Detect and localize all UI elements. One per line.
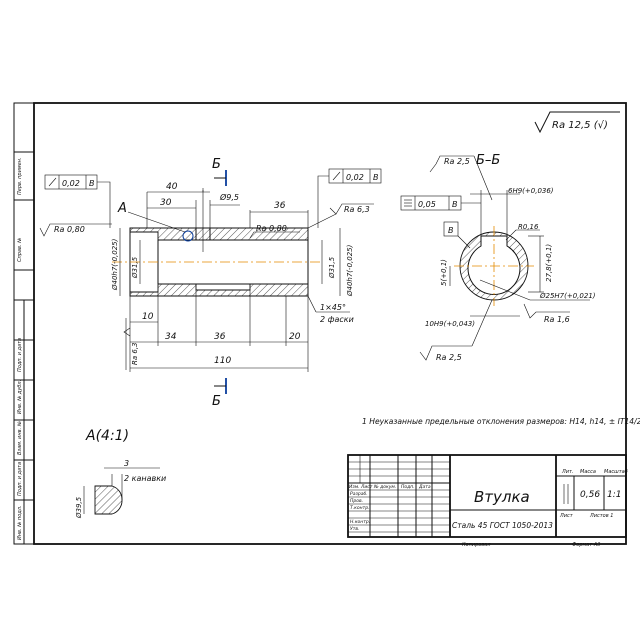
detail-mark: A	[117, 201, 127, 216]
ra-16: Ra 1,6	[544, 315, 570, 324]
dim-10: 10	[142, 312, 154, 322]
format-label: Формат А3	[572, 542, 600, 548]
dia-outer-left: Ø40h7(-0,025)	[111, 238, 119, 291]
hdr-mass: Масса	[580, 469, 596, 475]
strip-label-3: Подп. и дата	[17, 338, 23, 372]
ra-63-left: Ra 6,3	[131, 342, 139, 365]
hdr-lit: Лит.	[561, 469, 574, 475]
dim-20: 20	[289, 332, 301, 342]
sheets-label: Листов 1	[589, 513, 613, 519]
bore: Ø25H7(+0,021)	[539, 292, 596, 300]
ra-25-top: Ra 2,5	[444, 157, 470, 166]
role-tech: Т.контр.	[350, 505, 370, 511]
dim-5: 5(+0,1)	[440, 259, 448, 286]
dim-110: 110	[214, 356, 231, 366]
main-view: Б Б A 40 30 Ø9,5	[39, 157, 382, 409]
detail-dim-395: Ø39,5	[75, 496, 83, 519]
strip-label-7: Инв. № подл.	[17, 506, 23, 541]
detail-title: A(4:1)	[85, 428, 129, 444]
ra-63-top: Ra 6,3	[344, 205, 370, 214]
title-block: Изм. Лист № докум. Подп. Дата Разраб. Пр…	[347, 454, 628, 548]
hdr-sign: Подп.	[401, 484, 415, 490]
strip-label-1: Перв. примен.	[17, 157, 23, 195]
strip-label-2: Справ. №	[17, 238, 23, 262]
hdr-scale: Масштаб	[604, 469, 628, 475]
detail-view: A(4:1) 3 2 канавки Ø39,5	[75, 428, 166, 519]
ra-080-mid: Ra 0,80	[256, 224, 287, 233]
symmetry-value: 0,05	[418, 200, 436, 209]
section-label-bottom: Б	[212, 394, 221, 409]
mass-value: 0,56	[580, 490, 600, 500]
role-approver: Утв.	[350, 526, 359, 532]
role-developer: Разраб.	[350, 491, 368, 497]
strip-label-5: Взам. инв. №	[17, 421, 23, 455]
runout-right-base: B	[373, 173, 379, 182]
strip-label-4: Инв. № дубл.	[17, 380, 23, 414]
general-roughness: Ra 12,5 (√)	[534, 111, 620, 134]
detail-profile	[94, 485, 123, 515]
datum-b: B	[448, 226, 454, 235]
hdr-izm: Изм.	[349, 484, 360, 490]
runout-left-base: B	[89, 179, 95, 188]
runout-right-value: 0,02	[346, 173, 364, 182]
role-checker: Пров.	[350, 498, 363, 504]
radius: R0,16	[518, 223, 539, 231]
detail-dim-3: 3	[124, 459, 129, 468]
hdr-list: Лист	[360, 484, 373, 490]
detail-note: 2 канавки	[124, 474, 166, 483]
ra-25-bottom: Ra 2,5	[436, 353, 462, 362]
scale-value: 1:1	[607, 490, 621, 500]
dim-27-8: 27,8(+0,1)	[545, 244, 553, 282]
detail-a-circle	[182, 230, 194, 242]
runout-left-value: 0,02	[62, 179, 80, 188]
dim-36-bottom: 36	[214, 332, 226, 342]
dim-34: 34	[165, 332, 177, 342]
dia-outer-right: Ø40h7(-0,025)	[346, 244, 354, 297]
copied-label: Копировал	[462, 542, 491, 548]
ra-080-left: Ra 0,80	[54, 225, 85, 234]
section-label-top: Б	[212, 157, 221, 172]
general-note: 1 Неуказанные предельные отклонения разм…	[362, 417, 640, 426]
strip-label-6: Подп. и дата	[17, 462, 23, 496]
symmetry-base: B	[452, 200, 458, 209]
keyway-width: 6H9(+0,036)	[508, 187, 554, 195]
hdr-doc: № докум.	[373, 484, 396, 490]
part-name: Втулка	[474, 488, 530, 506]
bottom-wall-section	[129, 283, 309, 297]
dim-10h9: 10H9(+0,043)	[425, 320, 475, 328]
role-normcontrol: Н.контр.	[350, 519, 370, 525]
dim-36-top: 36	[274, 201, 286, 211]
dim-30: 30	[160, 198, 172, 208]
left-margin-strip: Перв. примен. Справ. № Подп. и дата Инв.…	[14, 151, 34, 544]
dia-inner-right: Ø31,5	[328, 256, 336, 279]
chamfer: 1×45°	[320, 303, 346, 312]
material: Сталь 45 ГОСТ 1050-2013	[452, 521, 553, 530]
section-view: Б–Б Ra 2,5 6H9(+0,036) 0,05 B B R0,	[400, 153, 596, 362]
chamfer-note: 2 фаски	[320, 315, 354, 324]
svg-text:Ra 12,5 (√): Ra 12,5 (√)	[552, 120, 608, 131]
sheet-label: Лист	[559, 513, 574, 519]
hdr-date: Дата	[418, 484, 431, 490]
section-title: Б–Б	[476, 153, 500, 168]
hole-dia: Ø9,5	[219, 192, 239, 202]
dim-40: 40	[166, 182, 178, 192]
dia-inner-left: Ø31,5	[131, 256, 139, 279]
inner-frame	[33, 102, 627, 545]
